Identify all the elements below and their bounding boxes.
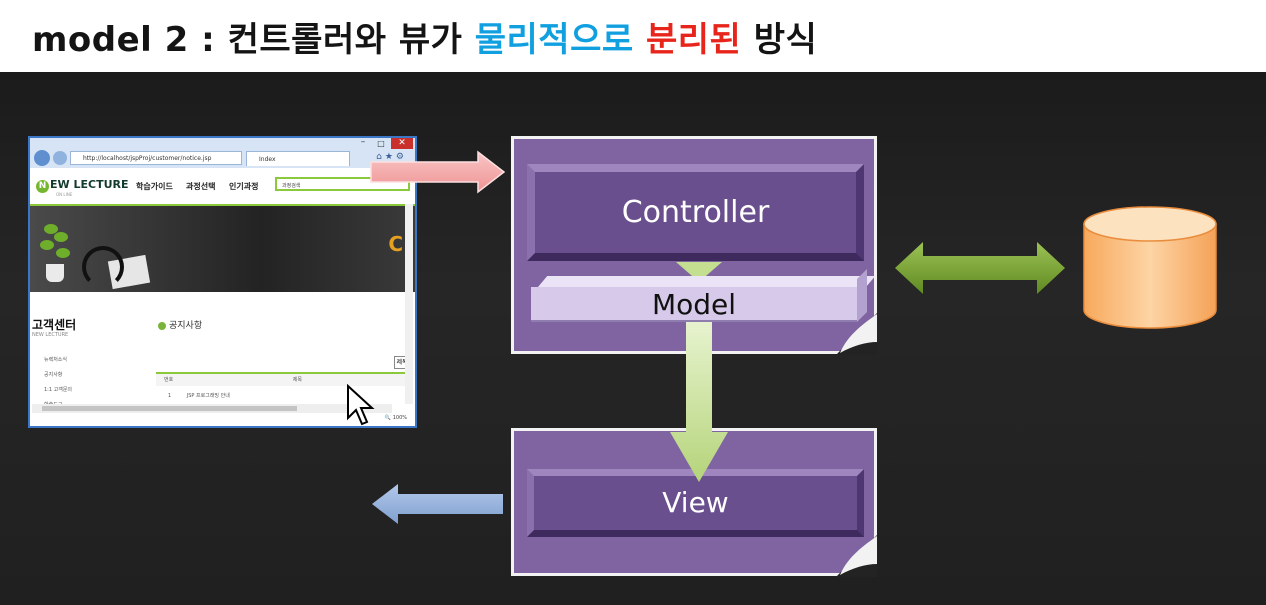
- row-title: JSP 프로그래밍 안내: [186, 393, 230, 399]
- page-title: model 2 : 컨트롤러와 뷰가 물리적으로 분리된 방식: [32, 12, 817, 61]
- sidebar-sub: NEW LECTURE: [32, 332, 69, 338]
- database-icon: [1083, 206, 1217, 329]
- title-prefix: model 2 : 컨트롤러와 뷰가: [32, 20, 463, 60]
- logo-sub: ON LINE: [56, 192, 73, 197]
- controller-box: Controller: [527, 164, 864, 261]
- browser-screenshot: – □ ✕ http://localhost/jspProj/customer/…: [28, 136, 417, 428]
- title-bar: model 2 : 컨트롤러와 뷰가 물리적으로 분리된 방식: [0, 0, 1266, 72]
- back-icon: [34, 150, 50, 166]
- controller-model-arrow-icon: [676, 262, 722, 282]
- database-arrow-icon: [895, 242, 1065, 294]
- column-header: 제목: [292, 377, 302, 383]
- plant-illustration: [40, 224, 70, 282]
- close-icon: ✕: [391, 138, 413, 149]
- column-header: 번호: [164, 377, 174, 383]
- horizontal-scrollbar: [32, 404, 392, 413]
- browser-chrome: – □ ✕ http://localhost/jspProj/customer/…: [30, 138, 415, 168]
- site-search-input: 과정검색: [275, 177, 410, 191]
- sidebar-item: 뉴렉처소식: [44, 357, 68, 363]
- menu-item-popular: 인기과정: [229, 182, 259, 191]
- page-curl-icon: [836, 312, 878, 355]
- title-highlight-blue: 물리적으로: [474, 20, 634, 60]
- address-bar: http://localhost/jspProj/customer/notice…: [70, 151, 242, 165]
- minimize-icon: –: [360, 137, 366, 147]
- table-header: 번호 제목: [156, 372, 406, 386]
- site-sidebar: 고객센터 NEW LECTURE 뉴렉처소식 공지사항 1:1 고객문의 학습도…: [30, 294, 138, 414]
- menu-item-guide: 학습가이드: [136, 182, 173, 191]
- table-row: 1 JSP 프로그래밍 안내: [156, 392, 406, 399]
- sidebar-title: 고객센터: [32, 318, 77, 332]
- maximize-icon: □: [377, 139, 385, 148]
- title-highlight-red: 분리된: [646, 20, 742, 60]
- notice-title-text: 공지사항: [169, 321, 203, 331]
- row-number: 1: [168, 393, 172, 399]
- logo-initial: N: [36, 180, 49, 193]
- logo-text: EW LECTURE: [50, 178, 129, 191]
- zoom-text: 100%: [392, 415, 407, 421]
- mouse-cursor-icon: [347, 384, 375, 426]
- headset-illustration: [82, 246, 124, 288]
- model-box-top: [538, 276, 876, 287]
- forward-icon: [53, 151, 67, 165]
- bullet-icon: [158, 321, 166, 330]
- request-arrow-icon: [370, 150, 506, 194]
- site-banner: C: [30, 206, 415, 292]
- sidebar-item: 공지사항: [44, 372, 63, 378]
- model-view-arrow-icon: [670, 322, 728, 482]
- browser-tools-icon: ⌂★⚙: [376, 152, 407, 162]
- menu-item-course: 과정선택: [186, 182, 216, 191]
- response-arrow-icon: [372, 484, 503, 524]
- sidebar-item: 1:1 고객문의: [44, 387, 73, 393]
- vertical-scrollbar: [405, 204, 413, 404]
- page-curl-icon: [836, 535, 877, 577]
- banner-letter: C: [388, 232, 403, 256]
- zoom-level: 🔍 100%: [384, 415, 407, 421]
- notice-title: 공지사항: [158, 318, 202, 331]
- title-suffix: 방식: [753, 20, 818, 60]
- browser-tab: Index: [246, 151, 350, 166]
- model-box: Model: [531, 287, 857, 322]
